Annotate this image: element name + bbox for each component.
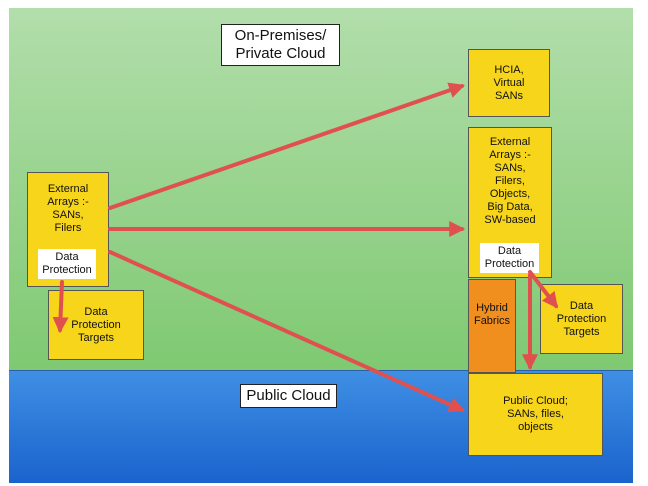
public-cloud-storage-box: Public Cloud; SANs, files, objects — [468, 373, 603, 456]
dp-right-line-1: Data — [497, 245, 522, 257]
public-cloud-label-text: Public Cloud — [246, 387, 331, 404]
data-protection-targets-left-box: Data Protection Targets — [48, 290, 144, 360]
dpt-left-line-1: Data — [84, 305, 108, 318]
hcia-line-3: SANs — [494, 89, 524, 102]
ext-right-line-7: SW-based — [484, 214, 536, 226]
ext-left-line-1: External — [47, 183, 89, 195]
public-cloud-line-1: Public Cloud; — [503, 395, 568, 407]
hcia-line-2: Virtual — [493, 76, 525, 89]
ext-left-line-2: Arrays :- — [47, 196, 89, 208]
data-protection-targets-right-box: Data Protection Targets — [540, 284, 623, 354]
dp-left-line-1: Data — [55, 251, 79, 263]
dpt-right-line-3: Targets — [563, 325, 600, 338]
hcia-line-1: HCIA, — [494, 63, 524, 76]
ext-right-line-4: Filers, — [495, 175, 525, 187]
hybrid-line-2: Fabrics — [473, 315, 511, 327]
hybrid-line-1: Hybrid — [476, 302, 508, 314]
dpt-right-line-2: Protection — [556, 312, 607, 325]
ext-left-line-3: SANs, — [52, 209, 84, 221]
ext-left-line-4: Filers — [54, 222, 82, 234]
data-protection-left-tag: Data Protection — [38, 249, 96, 279]
on-premises-label-line-2: Private Cloud — [235, 45, 326, 62]
dpt-right-line-1: Data — [569, 299, 594, 312]
dpt-left-line-2: Protection — [71, 318, 121, 331]
ext-right-line-1: External — [489, 136, 531, 148]
public-cloud-label: Public Cloud — [240, 384, 337, 408]
data-protection-right-tag: Data Protection — [480, 243, 539, 273]
on-premises-label-line-1: On-Premises/ — [234, 27, 327, 44]
public-cloud-line-2: SANs, files, — [507, 408, 564, 420]
dp-left-line-2: Protection — [42, 264, 92, 276]
ext-right-line-2: Arrays :- — [489, 149, 531, 161]
hcia-virtual-sans-box: HCIA, Virtual SANs — [468, 49, 550, 117]
ext-right-line-5: Objects, — [489, 188, 531, 200]
public-cloud-line-3: objects — [518, 421, 553, 433]
ext-right-line-6: Big Data, — [487, 201, 533, 213]
hybrid-fabrics-box: Hybrid Fabrics — [468, 279, 516, 373]
dpt-left-line-3: Targets — [77, 331, 115, 344]
on-premises-label: On-Premises/ Private Cloud — [221, 24, 340, 66]
ext-right-line-3: SANs, — [494, 162, 526, 174]
dp-right-line-2: Protection — [484, 258, 535, 270]
